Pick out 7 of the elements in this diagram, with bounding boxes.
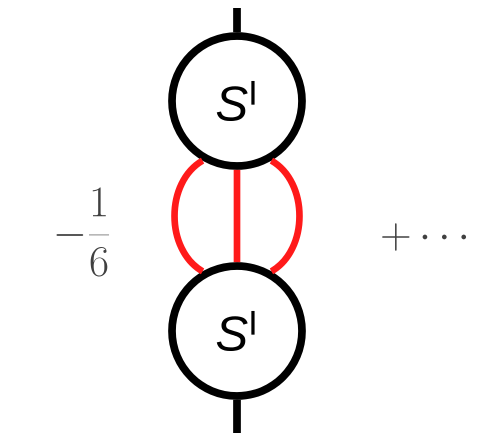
arc-line xyxy=(171,158,205,274)
coefficient: $-\frac{1}{6}$ xyxy=(56,187,110,277)
ellipsis-term: $+\cdots$ xyxy=(382,223,466,251)
line xyxy=(233,8,241,32)
line xyxy=(234,170,240,262)
arc-line xyxy=(269,158,303,274)
line xyxy=(233,400,241,433)
